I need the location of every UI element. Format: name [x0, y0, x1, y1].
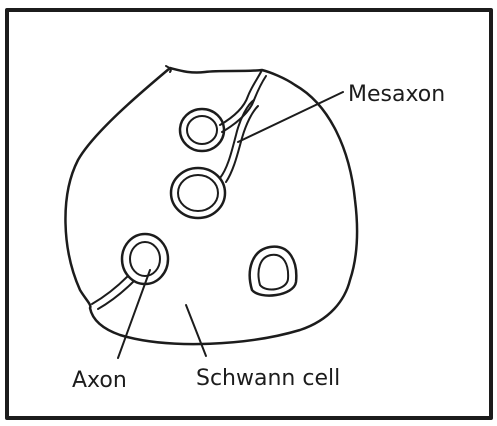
mesaxon-channel-lower-inner — [98, 281, 134, 309]
schwann-cell-label: Schwann cell — [196, 366, 340, 391]
axon-leader-line — [118, 270, 150, 358]
axon-upper-inner — [187, 116, 217, 144]
mesaxon-label: Mesaxon — [348, 82, 445, 107]
axon-lower-right-inner — [258, 255, 288, 290]
axon-middle-inner — [178, 175, 218, 211]
mesaxon-channel-lower — [92, 276, 128, 304]
schwann-cell-leader-line — [186, 305, 206, 356]
axon-label: Axon — [72, 368, 127, 393]
axon-lower-left-inner — [130, 242, 160, 276]
